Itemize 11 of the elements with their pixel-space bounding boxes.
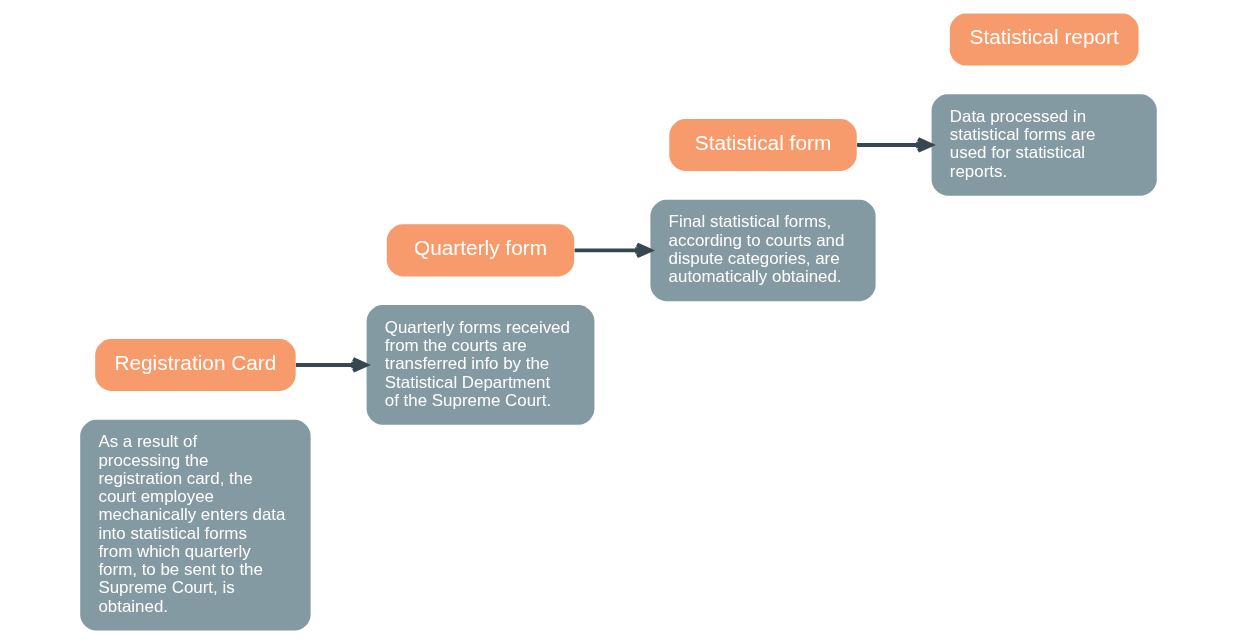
- node-box: Statistical report: [949, 13, 1139, 66]
- node-box: Final statistical forms, according to courts and dispute categories, are automatically obtained.: [650, 199, 876, 302]
- arrow: [574, 242, 653, 259]
- node-box: Registration Card: [95, 338, 296, 391]
- arrow: [857, 137, 934, 153]
- node-box: Quarterly forms received from the courts are transferred info by the Statistical Department of the Supreme Court.: [366, 305, 595, 425]
- node-box: Statistical form: [669, 118, 857, 171]
- node-box: Quarterly form: [386, 224, 575, 277]
- node-box: Data processed in statistical forms are used for statistical reports.: [931, 94, 1157, 196]
- node-box: As a result of processing the registration card, the court employee mechanically enters data into statistical forms from which quarterly form, to be sent to the Supreme Court, is obtained.: [80, 419, 311, 631]
- arrow: [295, 357, 369, 373]
